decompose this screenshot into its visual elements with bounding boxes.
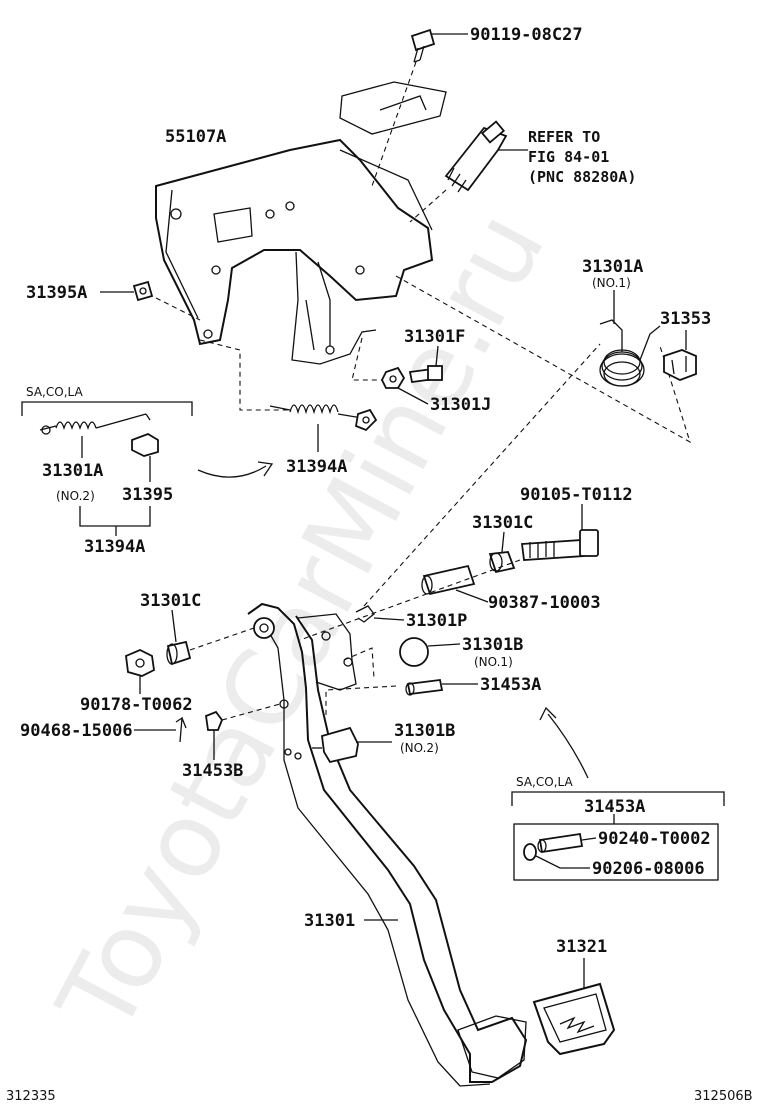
label-cotter: 90468-15006 (20, 721, 133, 741)
cotter-90468-part (175, 716, 187, 743)
leader-31301c-right (501, 531, 505, 553)
label-nut-clip: 31395A (26, 283, 87, 303)
inset2-washer-part (523, 843, 537, 861)
clip-31353-part (663, 349, 697, 381)
dash-pin-b (221, 703, 281, 721)
dash-switch (409, 189, 447, 223)
inset1-assy-bracket (79, 506, 151, 536)
label-nut-t0062: 90178-T0062 (80, 695, 193, 715)
inset1-arrow (197, 465, 267, 478)
label-stopper-b2: 31301B (394, 721, 455, 741)
label-bush-c-right: 31301C (472, 513, 533, 533)
label-refer-1: REFER TO (528, 128, 600, 146)
inset1-clip-part (131, 433, 159, 457)
pedal-31301-part (247, 602, 528, 1087)
spring-31301a-part (599, 319, 661, 387)
label-inset1-spring: 31301A (42, 461, 103, 481)
label-stopper-b1: 31301B (462, 635, 523, 655)
label-inset2-washer: 90206-08006 (592, 859, 705, 879)
label-inset2-pin: 90240-T0002 (598, 829, 711, 849)
stop-lamp-switch-part (444, 120, 508, 193)
label-inset2-assy: 31453A (584, 797, 645, 817)
pin-31453a-part (405, 679, 444, 696)
leader-inset2-washer (535, 855, 590, 869)
label-pedal: 31301 (304, 911, 355, 931)
label-stopper-b2-no: (NO.2) (400, 741, 439, 755)
label-clip-right: 31353 (660, 309, 711, 329)
label-clip-p: 31301P (406, 611, 467, 631)
inset2-arrow (547, 713, 589, 779)
inset2-box (513, 823, 719, 881)
leader-31301p (373, 617, 405, 621)
stopper-31301b-no2-part (321, 726, 359, 764)
label-stopper-b1-no: (NO.1) (474, 655, 513, 669)
label-inset1-clip: 31395 (122, 485, 173, 505)
label-bolt-f: 31301F (404, 327, 465, 347)
bolt-31301f-part (408, 365, 444, 384)
leader-31301j (397, 387, 429, 405)
inset2-pin-part (537, 832, 584, 854)
dash-bush-left (189, 627, 255, 651)
label-refer-2: FIG 84-01 (528, 148, 609, 166)
pin-31453b-part (205, 710, 224, 731)
label-refer-3: (PNC 88280A) (528, 168, 636, 186)
dash-pin-a (325, 685, 397, 718)
bolt-90119-part (410, 28, 436, 63)
leader-90387 (455, 589, 489, 603)
inset2-bracket (511, 791, 725, 806)
label-collar: 90387-10003 (488, 593, 601, 613)
nut-90178-part (125, 649, 155, 677)
label-pin-a: 31453A (480, 675, 541, 695)
spring-assy-31394a-part (269, 404, 378, 432)
label-spring-assy: 31394A (286, 457, 347, 477)
footer-right: 312506B (694, 1089, 753, 1104)
dash-spring-assy (199, 339, 290, 411)
bracket-55107a-part (155, 138, 434, 365)
footer-left: 312335 (6, 1089, 56, 1104)
inset2-arrow-head (539, 706, 557, 721)
dash-clip-p-spring (363, 343, 601, 607)
leader-31301b-no1 (427, 643, 461, 647)
label-bolt-top: 90119-08C27 (470, 25, 583, 45)
dash-bolt-f (351, 337, 388, 381)
upper-plate-part (339, 81, 447, 135)
label-pin-b: 31453B (182, 761, 243, 781)
dash-spring-a (395, 275, 691, 444)
label-inset2-title: SA,CO,LA (516, 775, 573, 789)
label-bush-c-left: 31301C (140, 591, 201, 611)
dash-bolt-top (371, 61, 417, 187)
inset1-bracket (21, 401, 193, 416)
leader-31301f (435, 345, 439, 367)
label-inset1-assy: 31394A (84, 537, 145, 557)
clip-31395a-part (132, 280, 154, 302)
label-bolt-t0112: 90105-T0112 (520, 485, 633, 505)
bolt-90105-part (520, 529, 599, 561)
label-spring-a: 31301A (582, 257, 643, 277)
label-spring-a-no: (NO.1) (592, 276, 631, 290)
dash-stopper (343, 647, 375, 679)
bush-31301c-right-part (488, 551, 516, 574)
clip-31301p-part (355, 605, 375, 623)
label-bracket: 55107A (165, 127, 226, 147)
label-inset1-spring-no: (NO.2) (56, 489, 95, 503)
label-pad: 31321 (556, 937, 607, 957)
inset1-spring-part (39, 413, 151, 435)
stopper-31301b-no1-part (399, 637, 429, 667)
pedal-pad-31321-part (532, 982, 616, 1056)
leader-31301c-left (171, 609, 177, 643)
label-nut-j: 31301J (430, 395, 491, 415)
bush-31301c-left-part (166, 640, 192, 666)
dash-clip-395a (147, 293, 201, 321)
label-inset1-title: SA,CO,LA (26, 385, 83, 399)
dash-bolt-axis (299, 559, 521, 641)
inset1-arrow-head (257, 461, 274, 477)
leader-inset2-pin (581, 837, 597, 841)
